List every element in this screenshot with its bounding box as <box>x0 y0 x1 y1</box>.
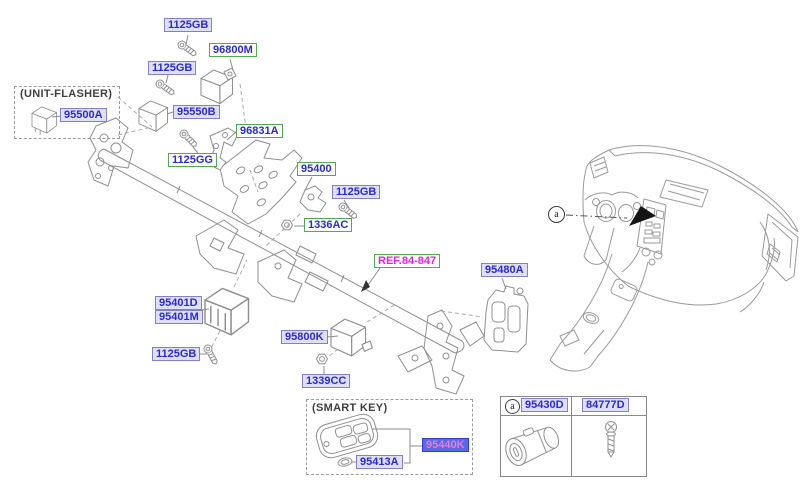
part-label-95400[interactable]: 95400 <box>297 162 336 176</box>
ignition-cylinder-icon <box>505 426 560 466</box>
ref-arrowhead <box>361 280 370 292</box>
part-label-1336ac[interactable]: 1336AC <box>304 218 353 232</box>
part-label-1125gb-3[interactable]: 1125GB <box>332 185 381 199</box>
ignition-arrow <box>629 206 656 226</box>
legend-vertical-divider <box>571 397 572 476</box>
part-label-95440k-selected[interactable]: 95440K <box>422 438 469 452</box>
junction-95480a-icon <box>483 285 529 353</box>
part-label-95413a[interactable]: 95413A <box>356 455 403 469</box>
key-battery-icon <box>337 457 353 467</box>
part-label-1125gb-1[interactable]: 1125GB <box>164 18 213 32</box>
callout-leader-line <box>565 214 628 219</box>
part-label-95401m[interactable]: 95401M <box>155 310 203 324</box>
unit-flasher-group-box <box>14 86 120 139</box>
part-label-1125gb-2[interactable]: 1125GB <box>148 61 197 75</box>
part-label-84777d[interactable]: 84777D <box>582 398 629 412</box>
screw-icon-1125gb-1 <box>175 38 199 59</box>
legend-callout-a: a <box>505 399 520 414</box>
nut-1339cc-icon <box>316 353 328 365</box>
screw-icon-1125gb-4 <box>202 343 221 367</box>
relay-96800m-tab <box>223 67 237 81</box>
part-label-1339cc[interactable]: 1339CC <box>302 374 351 388</box>
screw-84777d-icon <box>605 421 617 458</box>
part-label-95800k[interactable]: 95800K <box>281 330 328 344</box>
dashed-leader-lines <box>117 83 484 358</box>
part-label-96831a[interactable]: 96831A <box>236 124 283 138</box>
dashboard-drawing <box>549 145 799 372</box>
key-fob-icon <box>315 413 379 459</box>
part-label-95500a[interactable]: 95500A <box>60 108 107 122</box>
leader-lines <box>51 34 507 464</box>
part-label-1125gg[interactable]: 1125GG <box>168 153 217 167</box>
module-95401-icon <box>204 287 250 336</box>
screw-icon-1125gg <box>177 127 200 150</box>
part-label-95550b[interactable]: 95550B <box>173 105 220 119</box>
part-label-ref-84-847[interactable]: REF.84-847 <box>374 254 441 268</box>
part-label-96800m[interactable]: 96800M <box>209 43 257 57</box>
flasher-unit-icon <box>31 106 58 135</box>
unit-flasher-note: (UNIT-FLASHER) <box>20 88 113 100</box>
sensor-95400-icon <box>299 185 327 213</box>
relay-95550b-icon <box>138 100 168 132</box>
part-label-95480a[interactable]: 95480A <box>481 263 528 277</box>
part-label-95401d[interactable]: 95401D <box>155 296 202 310</box>
nut-1336ac-icon <box>281 219 293 231</box>
screw-icon-1125gb-2 <box>153 77 177 98</box>
part-label-1125gb-4[interactable]: 1125GB <box>152 347 201 361</box>
smart-key-group-box <box>306 399 473 475</box>
legend-header-divider <box>501 415 646 416</box>
smart-key-note: (SMART KEY) <box>312 402 388 414</box>
smartkey-unit-95800k-icon <box>330 318 373 357</box>
legend-table <box>500 396 647 477</box>
part-label-95430d[interactable]: 95430D <box>521 398 568 412</box>
dashboard-callout-a: a <box>548 206 565 223</box>
